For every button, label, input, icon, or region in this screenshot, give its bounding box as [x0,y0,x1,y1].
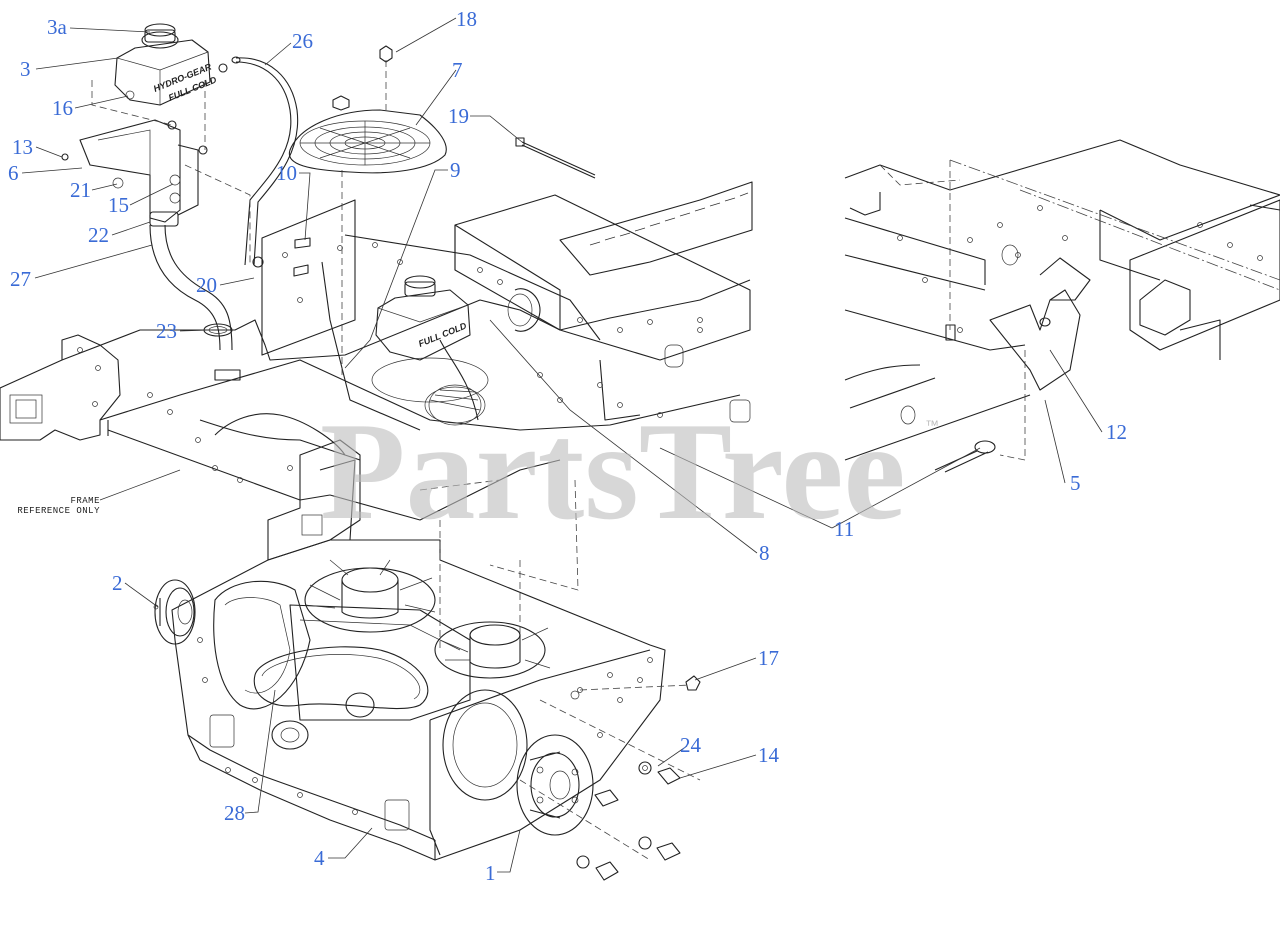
callout-24[interactable]: 24 [680,733,702,757]
callout-4[interactable]: 4 [314,846,325,870]
tank-bracket [79,119,199,223]
wing-nut [332,45,393,111]
callout-6[interactable]: 6 [8,161,19,185]
clevis-pin [934,440,996,473]
callout-18[interactable]: 18 [456,7,477,31]
callout-19[interactable]: 19 [448,104,469,128]
callout-2[interactable]: 2 [112,571,123,595]
callout-1[interactable]: 1 [485,861,496,885]
callout-3a[interactable]: 3a [47,15,68,39]
oil-reservoir-tank: HYDRO-GEAR FULL COLD [114,23,218,106]
callout-28[interactable]: 28 [224,801,245,825]
callout-15[interactable]: 15 [108,193,129,217]
callout-12[interactable]: 12 [1106,420,1127,444]
watermark: PartsTree ™ [320,394,939,549]
callout-9[interactable]: 9 [450,158,461,182]
callout-21[interactable]: 21 [70,178,91,202]
hardware-bolts [576,675,701,881]
fan-right [434,621,551,679]
callout-3[interactable]: 3 [20,57,31,81]
frame-note-line1: FRAME [70,496,100,506]
fan-screen [288,109,447,174]
watermark-text: PartsTree [320,394,906,549]
callout-23[interactable]: 23 [156,319,177,343]
callout-8[interactable]: 8 [759,541,770,565]
hub-right [442,689,594,836]
callout-26[interactable]: 26 [292,29,313,53]
callout-7[interactable]: 7 [452,58,463,82]
fan-left [304,559,436,633]
frame-note-line2: REFERENCE ONLY [17,506,100,516]
hose-assembly [149,211,241,381]
callout-5[interactable]: 5 [1070,471,1081,495]
callout-22[interactable]: 22 [88,223,109,247]
callout-10[interactable]: 10 [276,161,297,185]
detail-frame-view [844,139,1280,461]
assembly-lines [91,60,1280,861]
hub-left [153,579,196,645]
carriage-bolts [61,63,311,277]
leader-lines [21,17,1103,873]
transaxle-assembly [153,539,666,861]
suction-hose [231,56,299,266]
callout-14[interactable]: 14 [758,743,780,767]
watermark-trademark: ™ [925,417,939,433]
callout-17[interactable]: 17 [758,646,779,670]
main-frame [0,181,753,501]
callout-13[interactable]: 13 [12,135,33,159]
callouts: 3a 3 16 13 6 21 15 22 27 26 18 7 19 10 9… [8,7,1127,885]
callout-11[interactable]: 11 [834,517,854,541]
cable-tie [515,137,596,179]
callout-16[interactable]: 16 [52,96,73,120]
callout-27[interactable]: 27 [10,267,31,291]
callout-20[interactable]: 20 [196,273,217,297]
